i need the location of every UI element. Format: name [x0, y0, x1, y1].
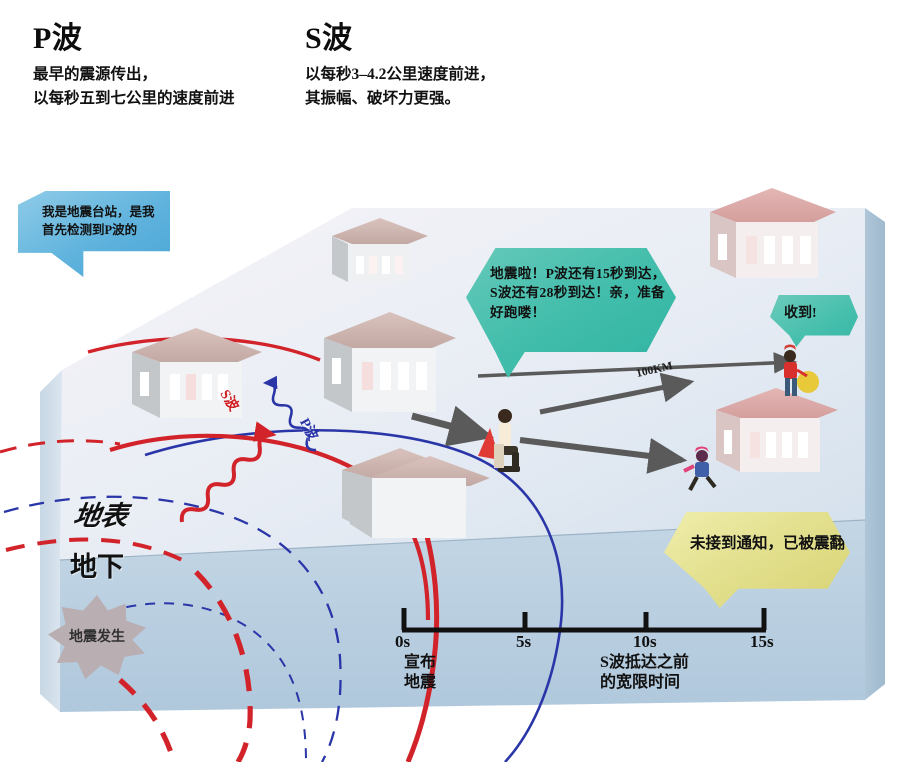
house	[350, 456, 490, 538]
wave-legend-header: P波 最早的震源传出， 以每秒五到七公里的速度前进 S波 以每秒3–4.2公里速…	[0, 0, 902, 150]
timeline-caption-declare-line-2: 地震	[404, 674, 437, 691]
legend-s-wave-line-2: 其振幅、破坏力更强。	[305, 90, 461, 108]
s-wave-front-dashed-3	[194, 570, 253, 762]
timeline-caption-grace-line-1: S波抵达之前	[600, 654, 689, 671]
timeline-caption-grace: S波抵达之前 的宽限时间	[600, 653, 689, 693]
p-wave-fronts	[3, 429, 564, 762]
bubble-acknowledged-text: 收到!	[784, 306, 817, 321]
timeline-tick-15s: 15s	[750, 632, 774, 651]
p-wave-front-solid	[144, 429, 564, 762]
label-ground-surface: 地表	[71, 501, 130, 531]
s-wave-front-solid-deep	[405, 511, 440, 762]
person-running	[683, 446, 717, 491]
p-wave-front-dashed-1	[3, 495, 342, 762]
legend-p-wave-line-2: 以每秒五到七公里的速度前进	[33, 90, 235, 108]
bubble-early-warning-alert-text: 地震啦！P波还有15秒到达，S波还有28秒到达！亲，准备好跑喽！	[490, 266, 666, 320]
s-wave-front-dashed-4	[118, 678, 177, 762]
ground-underground-face	[60, 520, 865, 712]
p-wave-ray-squiggle	[262, 375, 317, 452]
distance-arrow-100km	[477, 352, 798, 378]
timeline-tick-10s: 10s	[633, 632, 657, 651]
house	[710, 188, 836, 278]
legend-p-wave-line-1: 最早的震源传出，	[33, 66, 158, 83]
legend-s-wave: S波 以每秒3–4.2公里速度前进， 其振幅、破坏力更强。	[305, 24, 495, 111]
person-seated	[478, 409, 520, 472]
house	[132, 328, 262, 418]
s-wave-front-dashed-1	[0, 439, 121, 454]
timeline-tick-5s: 5s	[516, 632, 532, 651]
timeline-caption-declare-line-1: 宣布	[404, 654, 437, 671]
house	[332, 218, 428, 282]
timeline-caption-declare: 宣布 地震	[404, 653, 436, 693]
label-epicenter-text: 地震发生	[69, 630, 125, 646]
timeline-axis	[401, 608, 767, 633]
house	[324, 312, 456, 412]
house	[716, 388, 838, 472]
legend-s-wave-line-1: 以每秒3–4.2公里速度前进，	[305, 66, 495, 83]
timeline-caption-grace-line-2: 的宽限时间	[600, 674, 681, 691]
earthquake-scene: 我是地震台站，是我首先检测到P波的 地震啦！P波还有15秒到达，S波还有28秒到…	[0, 160, 902, 762]
ground-right-face	[865, 208, 885, 700]
legend-s-wave-title: S波	[305, 22, 353, 55]
label-underground: 地下	[70, 552, 124, 582]
timeline-tick-0s: 0s	[395, 632, 411, 651]
bubble-seismic-station-text: 我是地震台站，是我首先检测到P波的	[42, 205, 155, 237]
legend-p-wave: P波 最早的震源传出， 以每秒五到七公里的速度前进	[33, 24, 235, 111]
broadcast-arrows	[411, 352, 798, 474]
p-wave-front-dashed-2	[107, 602, 307, 762]
person-with-bag	[784, 344, 819, 396]
legend-p-wave-title: P波	[33, 22, 83, 55]
s-wave-ray-squiggle	[179, 421, 277, 523]
bubble-no-warning-received-text: 未接到通知，已被震翻	[690, 535, 846, 552]
s-wave-front-dashed-2	[5, 537, 187, 564]
warning-timeline: 0s 5s 10s 15s 宣布 地震 S波抵达之前 的宽限时间	[392, 602, 782, 727]
